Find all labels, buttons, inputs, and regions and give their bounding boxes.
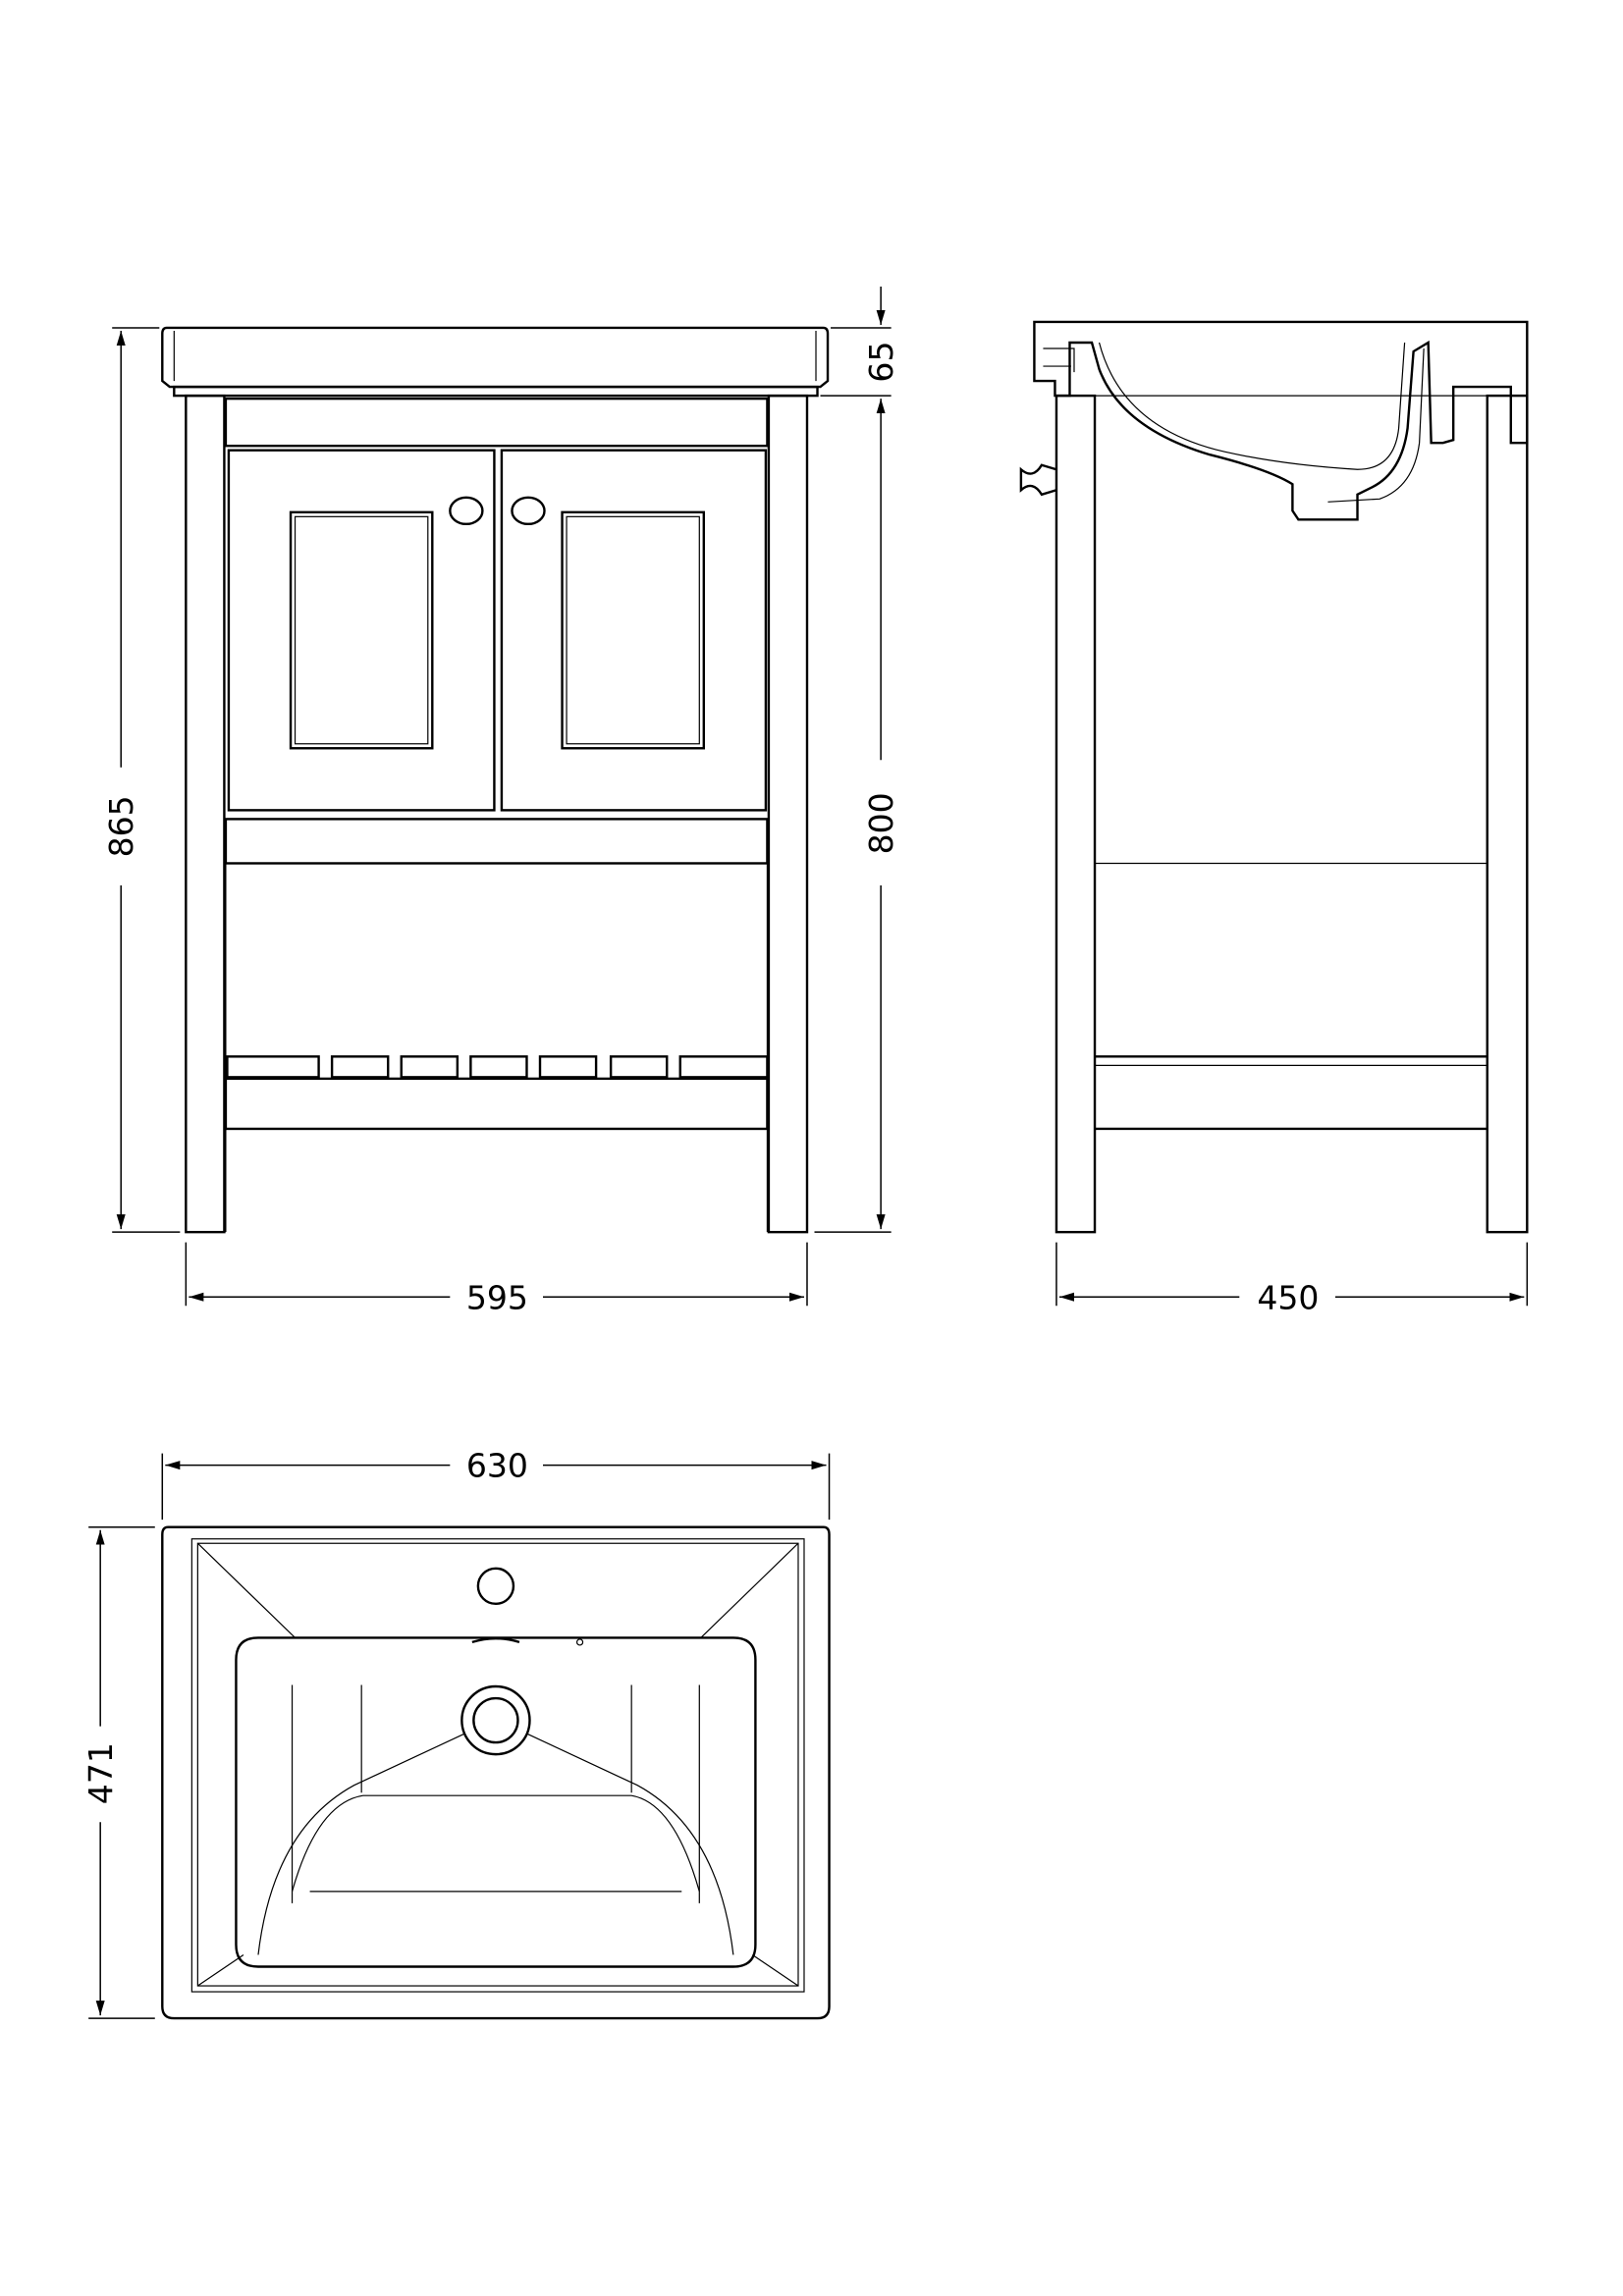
top-view (161, 1525, 831, 2020)
leg-left (185, 394, 226, 1234)
front-view (161, 326, 830, 1234)
basin-lip (173, 385, 819, 398)
side-dimensions: 450 (1055, 1242, 1529, 1316)
waste-outlet (460, 1684, 531, 1756)
tap-hole (476, 1567, 515, 1606)
side-view (1019, 320, 1529, 1234)
basin-section (1033, 320, 1529, 521)
door-panel-left (289, 510, 434, 750)
lower-rail (224, 818, 769, 865)
door-panel-right (561, 510, 706, 750)
front-dimensions: 865 65 800 595 (102, 286, 900, 1316)
shelf-rail (224, 1077, 769, 1131)
side-knob-icon (1019, 463, 1057, 497)
dim-471: 471 (81, 1742, 120, 1804)
dim-595: 595 (466, 1278, 528, 1316)
side-leg-front (1055, 394, 1097, 1234)
top-rail (224, 397, 769, 448)
door-left (227, 449, 496, 812)
bowl-outline (235, 1636, 757, 1968)
top-dimensions: 630 471 (81, 1447, 831, 2019)
knob-left (449, 496, 484, 526)
knob-right (511, 496, 546, 526)
dim-630: 630 (466, 1447, 528, 1485)
side-leg-back (1486, 394, 1529, 1234)
dim-800: 800 (862, 792, 900, 854)
basin-outline (161, 1525, 831, 2020)
basin-front (161, 326, 830, 389)
dim-865: 865 (102, 795, 140, 857)
dim-65: 65 (862, 342, 900, 383)
leg-right (767, 394, 809, 1234)
dim-450: 450 (1257, 1278, 1319, 1316)
shelf-slats (226, 1055, 769, 1079)
door-right (500, 449, 768, 812)
